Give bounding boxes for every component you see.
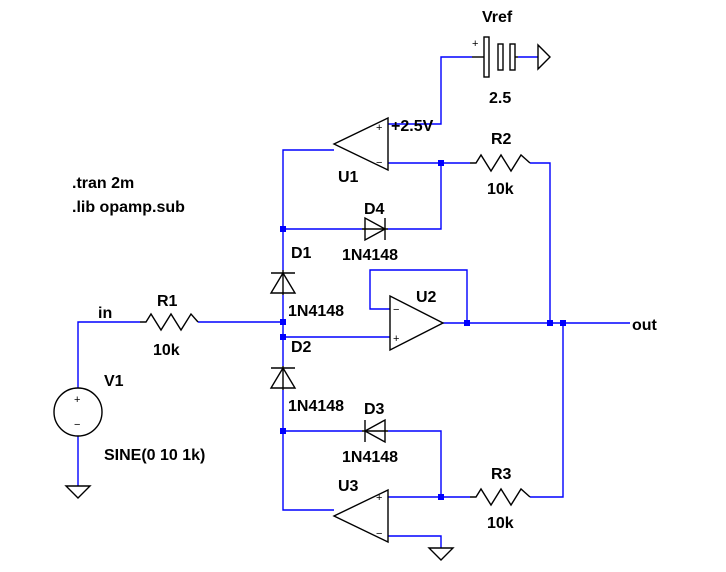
junction-dot: [560, 320, 566, 326]
d1-name: D1: [291, 245, 312, 262]
net-label-in: in: [98, 305, 112, 322]
junction-dot: [280, 319, 286, 325]
u2-minus-pin: −: [393, 304, 399, 316]
r3-value: 10k: [487, 515, 514, 532]
d2-model: 1N4148: [288, 398, 344, 415]
junctions: [280, 160, 566, 500]
net-label-out: out: [632, 317, 658, 334]
directive-lib: .lib opamp.sub: [72, 199, 185, 216]
d3-model: 1N4148: [342, 449, 398, 466]
r3-name: R3: [491, 466, 512, 483]
wire-d4-right: [388, 163, 442, 230]
r2-name: R2: [491, 131, 512, 148]
diode-d2: [269, 366, 297, 390]
battery-vref: +: [472, 36, 518, 78]
u3-minus-pin: −: [376, 528, 382, 540]
d2-name: D2: [291, 339, 312, 356]
opamp-u2: − +: [389, 294, 445, 352]
vref-name: Vref: [482, 9, 513, 26]
vref-value: 2.5: [489, 90, 511, 107]
r1-name: R1: [157, 293, 178, 310]
v1-plus-pin: +: [74, 394, 80, 406]
d1-model: 1N4148: [288, 303, 344, 320]
r1-value: 10k: [153, 342, 180, 359]
u3-plus-pin: +: [376, 492, 382, 504]
diode-d3: [362, 418, 388, 444]
wire-in: [77, 321, 140, 388]
v1-value: SINE(0 10 1k): [104, 447, 205, 464]
v1-name: V1: [104, 373, 124, 390]
vref-plus-pin: +: [472, 38, 478, 50]
wire-u2-feedback: [369, 269, 468, 323]
junction-dot: [438, 494, 444, 500]
wire-r2-out: [530, 162, 551, 323]
d4-model: 1N4148: [342, 247, 398, 264]
wire-u1-plus-vref: [388, 56, 472, 125]
d3-name: D3: [364, 401, 385, 418]
directive-tran: .tran 2m: [72, 175, 134, 192]
wire-r3-out: [530, 323, 564, 498]
junction-dot: [280, 334, 286, 340]
diode-d4: [362, 216, 388, 242]
u1-name: U1: [338, 169, 359, 186]
opamp-u3: + −: [332, 488, 389, 544]
d4-name: D4: [364, 201, 385, 218]
wire-u3-gnd: [388, 535, 442, 548]
junction-dot: [438, 160, 444, 166]
junction-dot: [547, 320, 553, 326]
r2-value: 10k: [487, 181, 514, 198]
u2-plus-pin: +: [393, 333, 399, 345]
wire-d3-right: [388, 430, 442, 497]
u2-name: U2: [416, 289, 437, 306]
ground-icon: [537, 43, 551, 71]
v1-minus-pin: −: [74, 419, 80, 431]
opamp-u1: + −: [332, 116, 389, 172]
u1-plus-pin: +: [376, 122, 382, 134]
resistor-r2: [470, 153, 531, 173]
net-label-plus25: +2.5V: [391, 118, 434, 135]
resistor-r1: [140, 312, 199, 332]
ground-icon: [64, 485, 92, 499]
ground-icon: [427, 547, 455, 561]
junction-dot: [280, 428, 286, 434]
u1-minus-pin: −: [376, 157, 382, 169]
junction-dot: [464, 320, 470, 326]
u3-name: U3: [338, 478, 359, 495]
source-v1: + −: [53, 387, 103, 437]
diode-d1: [269, 270, 297, 295]
junction-dot: [280, 226, 286, 232]
resistor-r3: [470, 487, 531, 507]
